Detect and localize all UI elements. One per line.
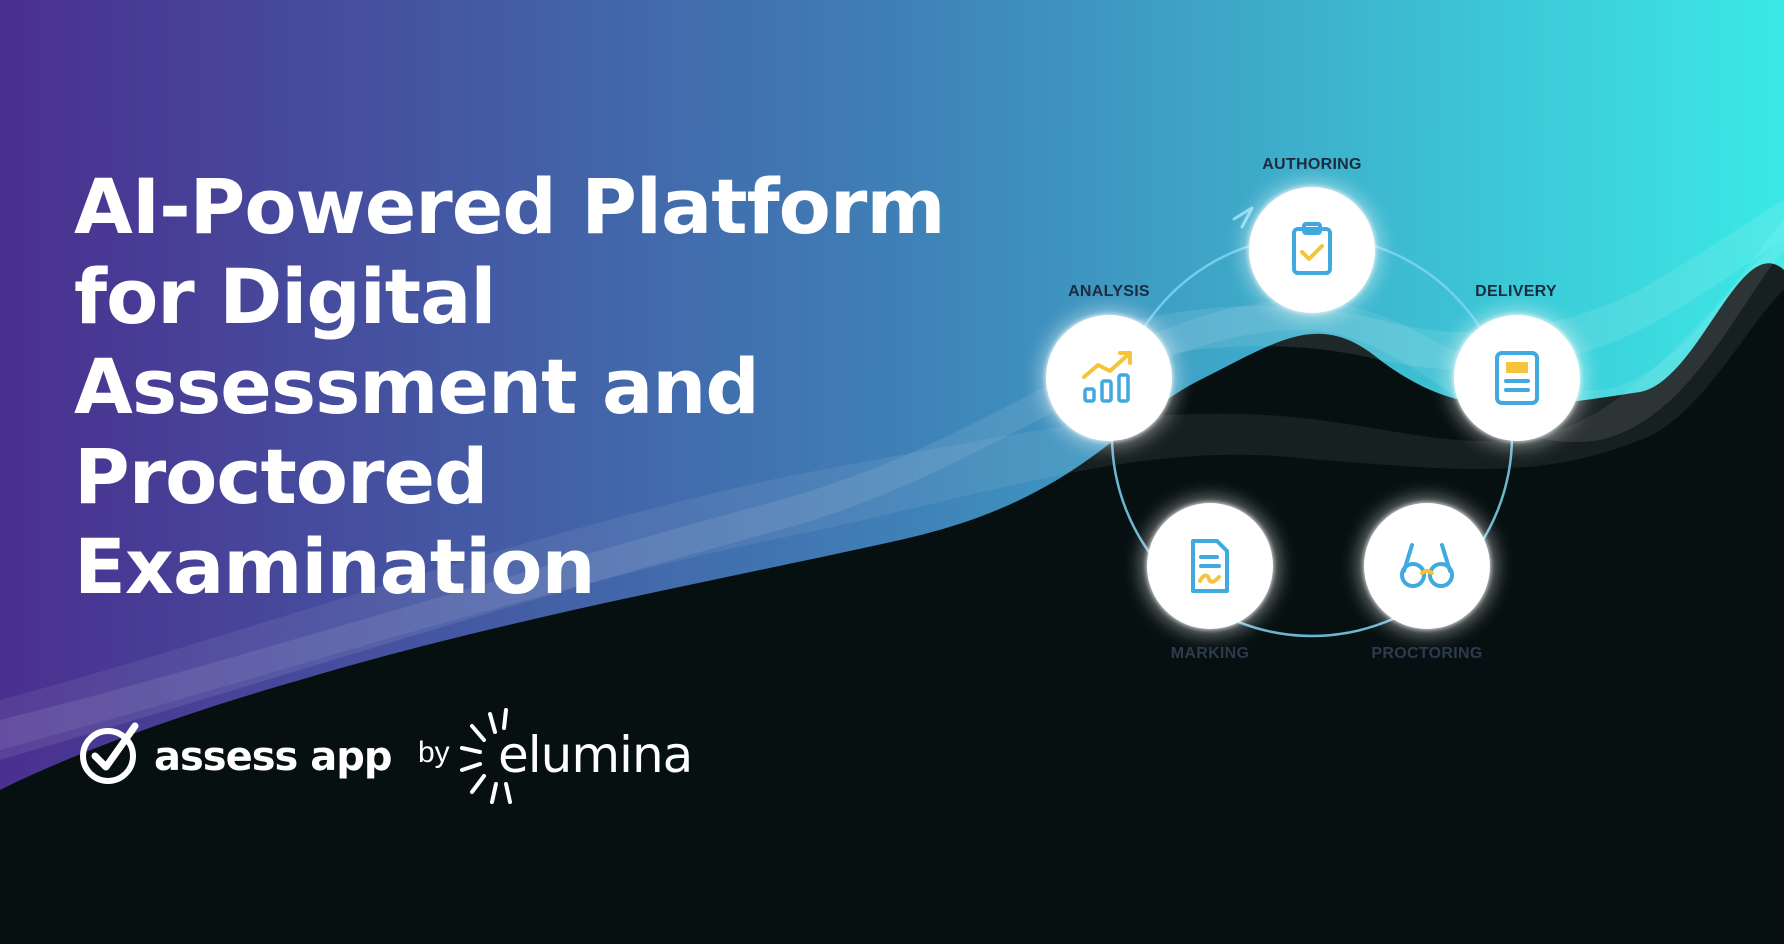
node-proctoring: [1364, 503, 1490, 629]
node-delivery: [1454, 315, 1580, 441]
clipboard-check-icon: [1292, 222, 1332, 275]
node-authoring: [1249, 187, 1375, 313]
label-marking: MARKING: [1170, 645, 1250, 662]
label-analysis: ANALYSIS: [1068, 283, 1150, 300]
by-text: by: [418, 736, 450, 769]
node-analysis: [1046, 315, 1172, 441]
headline-line-5: Examination: [74, 522, 596, 611]
glasses-icon: [1400, 543, 1454, 588]
label-authoring: AUTHORING: [1262, 156, 1362, 173]
headline-line-3: Assessment and: [74, 342, 760, 431]
company-name: elumina: [498, 726, 693, 784]
elumina-sunburst-logo-icon: [460, 708, 512, 804]
headline: AI-Powered Platform for Digital Assessme…: [74, 162, 1054, 612]
assess-check-logo-icon: [80, 722, 139, 784]
product-name: assess app: [154, 734, 393, 780]
label-proctoring: PROCTORING: [1371, 645, 1483, 662]
headline-line-4: Proctored: [74, 432, 488, 521]
headline-line-1: AI-Powered Platform: [74, 162, 946, 251]
headline-line-2: for Digital: [74, 252, 496, 341]
signed-document-icon: [1191, 539, 1229, 593]
node-marking: [1147, 503, 1273, 629]
assessment-cycle-diagram: AUTHORING DELIVERY PROCTORING: [1030, 150, 1610, 680]
bar-chart-trend-icon: [1082, 351, 1132, 403]
document-layout-icon: [1495, 351, 1539, 405]
label-delivery: DELIVERY: [1475, 283, 1557, 300]
brand-lockup: assess app by elumina: [78, 708, 718, 806]
